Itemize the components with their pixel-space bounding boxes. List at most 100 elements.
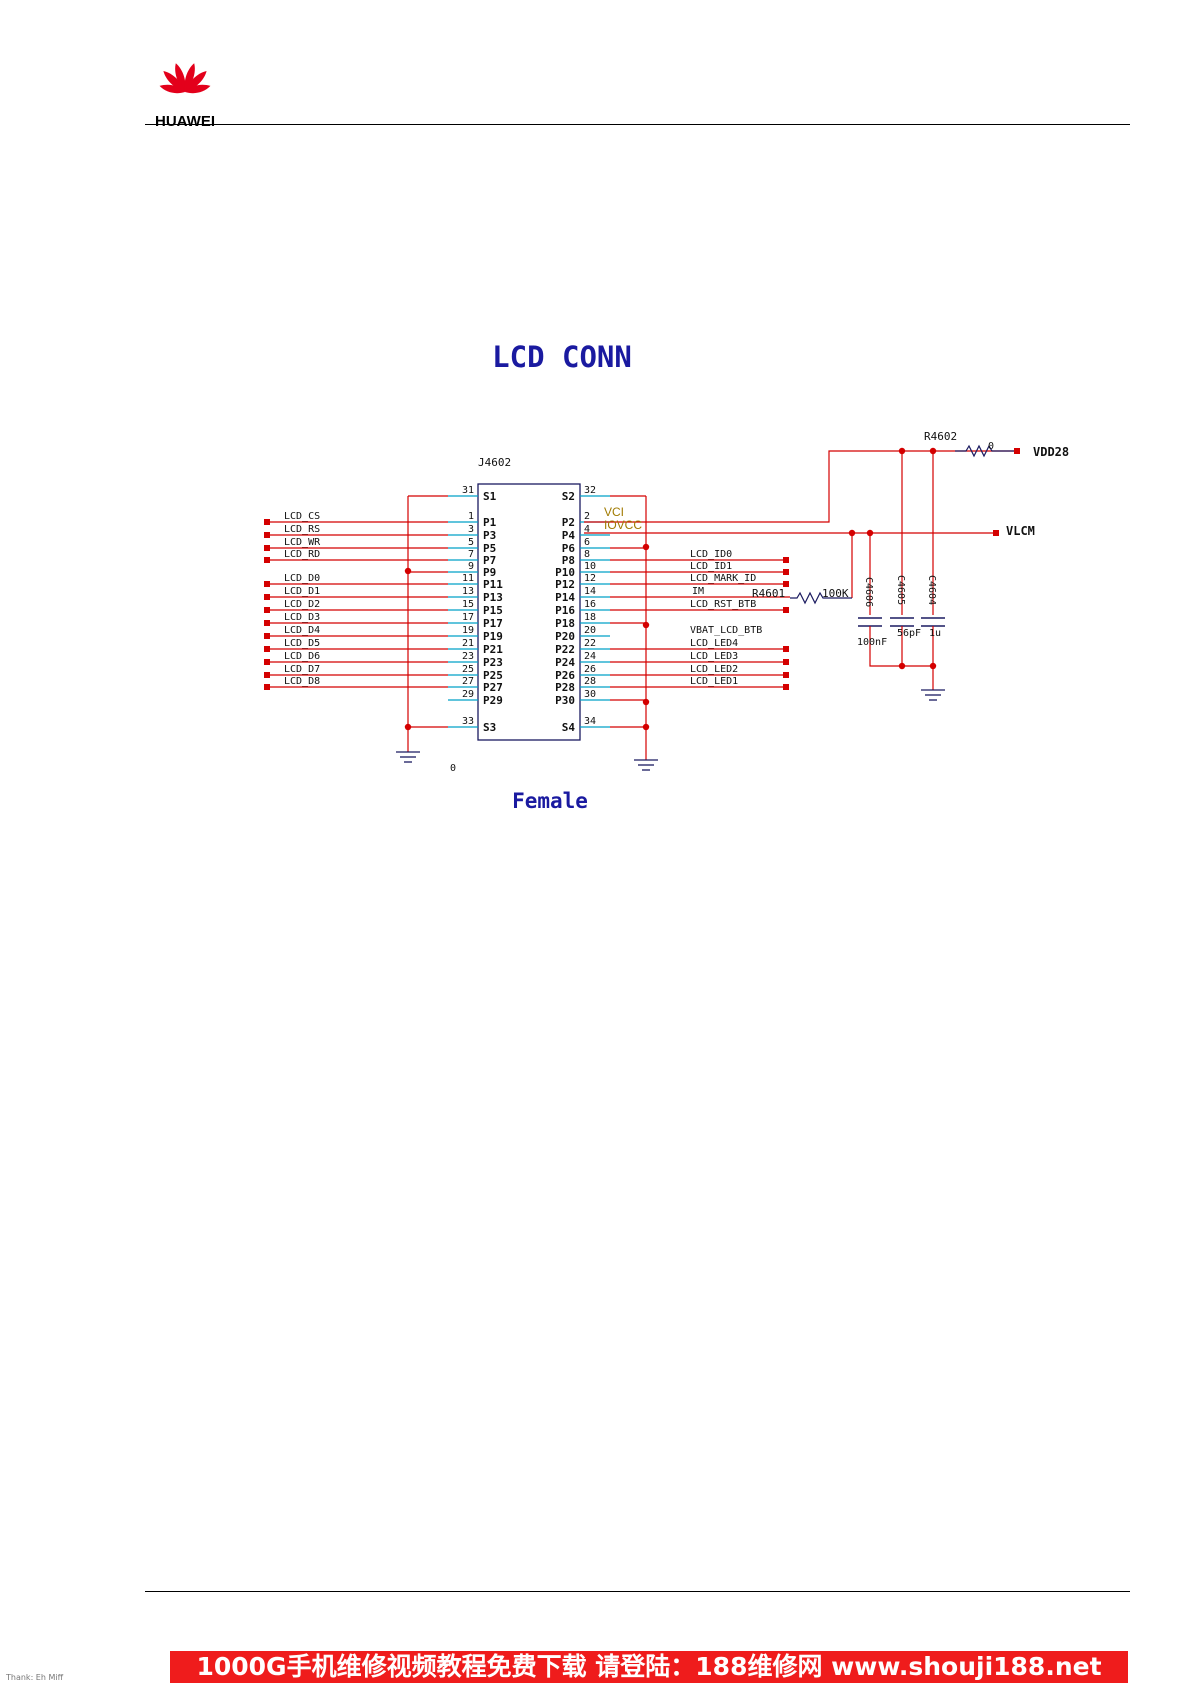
logo-petal bbox=[159, 84, 185, 94]
junction-dot bbox=[898, 662, 906, 670]
pin-number-right: 6 bbox=[584, 537, 590, 548]
pin-name-left: P9 bbox=[483, 566, 496, 579]
pin-name-right: P20 bbox=[555, 630, 575, 643]
r4601-ref: R4601 bbox=[752, 587, 785, 600]
pin-name-left: P27 bbox=[483, 681, 503, 694]
r4601-resistor bbox=[790, 591, 852, 605]
pin-number-left: 11 bbox=[462, 573, 474, 584]
gnd-note: 0 bbox=[450, 763, 456, 774]
pin-name-right: P24 bbox=[555, 656, 575, 669]
huawei-logo: HUAWEI bbox=[155, 63, 215, 130]
pin-name-left: S1 bbox=[483, 490, 497, 503]
pin-name-right: S4 bbox=[562, 721, 576, 734]
pin-number-left: 19 bbox=[462, 625, 474, 636]
pin-number-left: 27 bbox=[462, 676, 474, 687]
net-port-right bbox=[783, 646, 789, 652]
pin-number-right: 28 bbox=[584, 676, 596, 687]
net-label-left: LCD_RD bbox=[284, 549, 320, 560]
net-label-left: LCD_CS bbox=[284, 511, 320, 522]
pin-name-left: P21 bbox=[483, 643, 503, 656]
diagram-title: LCD CONN bbox=[492, 340, 632, 374]
pin-number-right: 22 bbox=[584, 638, 596, 649]
net-label-right: IM bbox=[692, 586, 704, 597]
pin-name-right: P14 bbox=[555, 591, 575, 604]
logo-petal bbox=[163, 70, 185, 92]
pin-name-right: P2 bbox=[562, 516, 575, 529]
pin-name-left: P13 bbox=[483, 591, 503, 604]
capacitor-plates bbox=[858, 617, 945, 627]
pin-name-right: P4 bbox=[562, 529, 576, 542]
connector-body bbox=[477, 483, 581, 741]
net-port-left bbox=[264, 633, 270, 639]
net-label-left: LCD_D2 bbox=[284, 599, 320, 610]
pin-number-right: 32 bbox=[584, 485, 596, 496]
net-label-right: LCD_LED1 bbox=[690, 676, 738, 687]
junction-dot bbox=[642, 543, 650, 551]
net-label-right: VBAT_LCD_BTB bbox=[690, 625, 762, 636]
pin-name-left: P3 bbox=[483, 529, 496, 542]
logo-petal bbox=[184, 63, 195, 92]
net-port-left bbox=[264, 581, 270, 587]
pin-name-left: S3 bbox=[483, 721, 496, 734]
net-label-left: LCD_D0 bbox=[284, 573, 320, 584]
net-label-left: LCD_D7 bbox=[284, 664, 320, 675]
iovcc-pin-label: IOVCC bbox=[604, 518, 642, 532]
pin-number-left: 3 bbox=[468, 524, 474, 535]
r4602-value: 0 bbox=[988, 441, 994, 452]
net-port-left bbox=[264, 672, 270, 678]
pin-number-right: 24 bbox=[584, 651, 596, 662]
ground-icon-caps bbox=[921, 689, 945, 701]
footer-rule bbox=[145, 1591, 1130, 1592]
vdd28-label: VDD28 bbox=[1033, 445, 1069, 459]
pin-name-left: P1 bbox=[483, 516, 497, 529]
net-port-left bbox=[264, 684, 270, 690]
net-label-right: LCD_RST_BTB bbox=[690, 599, 756, 610]
junctions bbox=[404, 447, 937, 731]
net-port-left bbox=[264, 646, 270, 652]
net-port-left bbox=[264, 532, 270, 538]
pin-name-right: P6 bbox=[562, 542, 576, 555]
pin-name-right: P28 bbox=[555, 681, 575, 694]
net-label-right: LCD_LED4 bbox=[690, 638, 738, 649]
net-label-left: LCD_D8 bbox=[284, 676, 320, 687]
junction-dot bbox=[642, 698, 650, 706]
net-port-right bbox=[783, 672, 789, 678]
pin-name-right: P22 bbox=[555, 643, 575, 656]
junction-dot bbox=[929, 447, 937, 455]
junction-dot bbox=[642, 621, 650, 629]
pin-number-left: 17 bbox=[462, 612, 474, 623]
net-label-right: LCD_LED3 bbox=[690, 651, 738, 662]
pin-number-left: 9 bbox=[468, 561, 474, 572]
pin-name-left: P11 bbox=[483, 578, 503, 591]
net-label-left: LCD_WR bbox=[284, 537, 321, 548]
ground-icon-right bbox=[634, 759, 658, 771]
c4604-ref: C4604 bbox=[926, 575, 937, 605]
net-port-right bbox=[783, 557, 789, 563]
r4602-ref: R4602 bbox=[924, 430, 957, 443]
pin-number-left: 21 bbox=[462, 638, 474, 649]
c4606-value: 100nF bbox=[857, 637, 887, 648]
junction-dot bbox=[898, 447, 906, 455]
footer-watermark: Thank: Eh Miff bbox=[6, 1673, 64, 1682]
pin-number-right: 8 bbox=[584, 549, 590, 560]
pin-number-right: 34 bbox=[584, 716, 596, 727]
pin-name-right: S2 bbox=[562, 490, 575, 503]
pin-number-left: 23 bbox=[462, 651, 474, 662]
vlcm-label: VLCM bbox=[1006, 524, 1035, 538]
net-port-right bbox=[783, 659, 789, 665]
pin-name-right: P26 bbox=[555, 669, 575, 682]
net-port-left bbox=[264, 594, 270, 600]
pin-number-left: 31 bbox=[462, 485, 474, 496]
pin-name-left: P19 bbox=[483, 630, 503, 643]
pin-number-left: 7 bbox=[468, 549, 474, 560]
ad-banner[interactable]: 1000G手机维修视频教程免费下载 请登陆：188维修网 www.shouji1… bbox=[170, 1651, 1128, 1683]
net-port-right bbox=[783, 607, 789, 613]
net-label-right: LCD_ID1 bbox=[690, 561, 732, 572]
net-port-left bbox=[264, 620, 270, 626]
pin-name-left: P7 bbox=[483, 554, 496, 567]
pin-number-right: 18 bbox=[584, 612, 596, 623]
vci-pin-label: VCI bbox=[604, 505, 624, 519]
pin-number-left: 33 bbox=[462, 716, 474, 727]
logo-petal bbox=[185, 70, 207, 92]
